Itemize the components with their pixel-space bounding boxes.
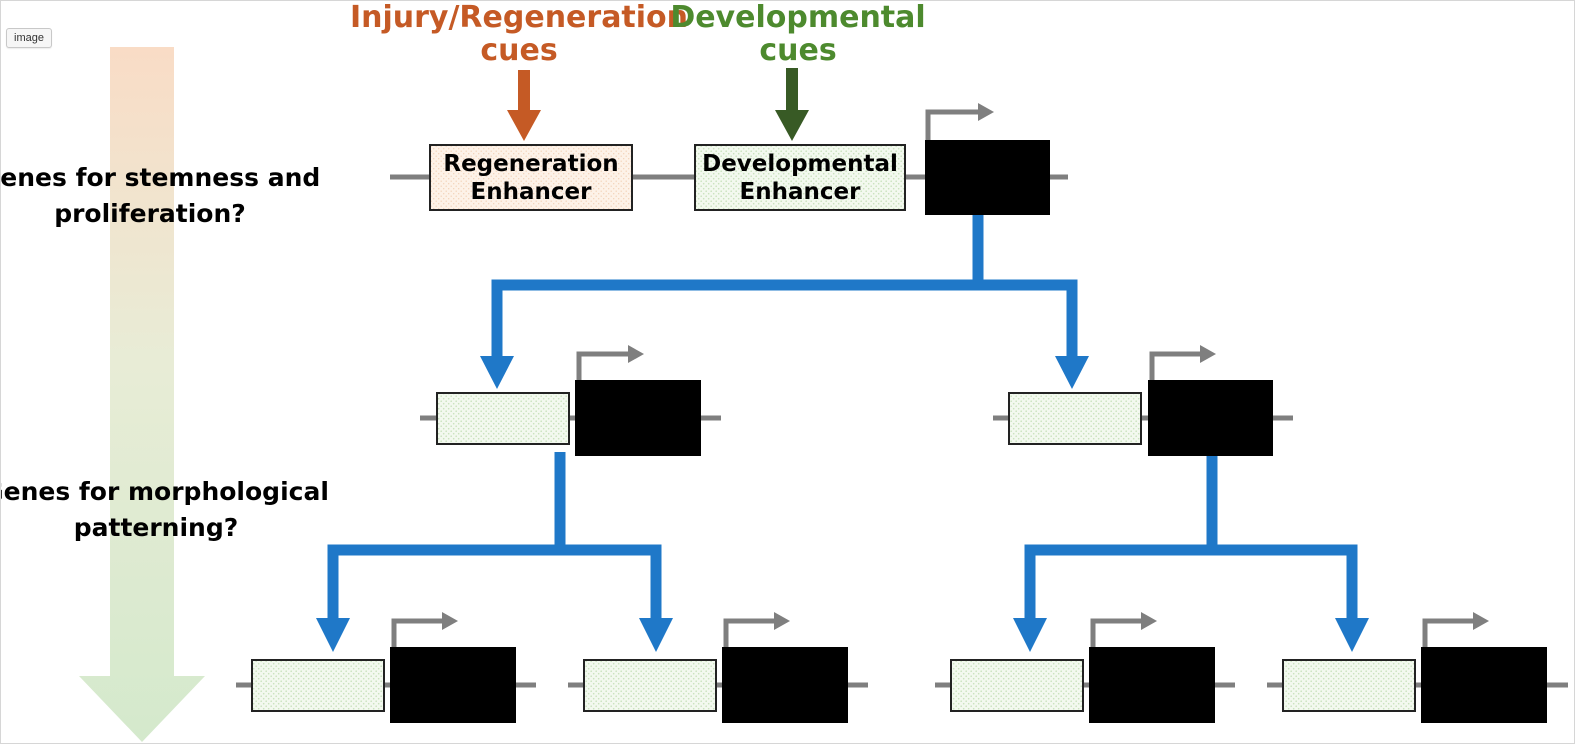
cascade-arrowhead	[1335, 618, 1369, 652]
stemness-label-line2: proliferation?	[54, 199, 246, 228]
cascade-branch-level2-left	[327, 452, 662, 620]
developmental-cue-arrow	[775, 68, 809, 141]
cascade-arrowhead	[480, 356, 514, 389]
injury-cue-label-line1: Injury/Regeneration	[350, 0, 688, 35]
gene-box	[925, 140, 1050, 215]
cascade-arrowhead	[1055, 356, 1089, 389]
developmental-cue-label-line2: cues	[759, 33, 836, 68]
developmental-cue-label-line1: Developmental	[670, 0, 925, 35]
gene-construct-level2-left	[420, 345, 721, 456]
injury-cue-label-line2: cues	[480, 33, 557, 68]
gene-construct-level3-3	[935, 612, 1235, 723]
patterning-label-line1: Genes for morphological	[0, 477, 329, 506]
injury-cue-arrow	[507, 70, 541, 141]
top-gene-construct: Regeneration Enhancer Developmental Enha…	[390, 103, 1068, 215]
progression-down-arrow	[79, 47, 205, 742]
developmental-enhancer-box	[694, 144, 906, 211]
regeneration-enhancer-label-line1: Regeneration	[443, 151, 618, 177]
gene-construct-level3-2	[568, 612, 868, 723]
gene-construct-level3-4	[1267, 612, 1568, 723]
cascade-branch-level1	[491, 215, 1078, 358]
regeneration-enhancer-label-line2: Enhancer	[471, 179, 593, 205]
regeneration-enhancer-box	[429, 144, 633, 211]
stemness-label-line1: Genes for stemness and	[0, 163, 320, 192]
cascade-arrowhead	[1013, 618, 1047, 652]
gene-construct-level3-1	[236, 612, 536, 723]
developmental-enhancer-label-line2: Enhancer	[740, 179, 862, 205]
developmental-enhancer-label-line1: Developmental	[702, 151, 898, 177]
promoter-arrow-icon	[925, 103, 994, 140]
cascade-arrowhead	[316, 618, 350, 652]
image-badge[interactable]: image	[6, 28, 52, 48]
cascade-branch-level2-right	[1024, 456, 1358, 620]
cascade-arrowhead	[639, 618, 673, 652]
patterning-label-line2: patterning?	[74, 513, 239, 542]
gene-construct-level2-right	[993, 345, 1293, 456]
